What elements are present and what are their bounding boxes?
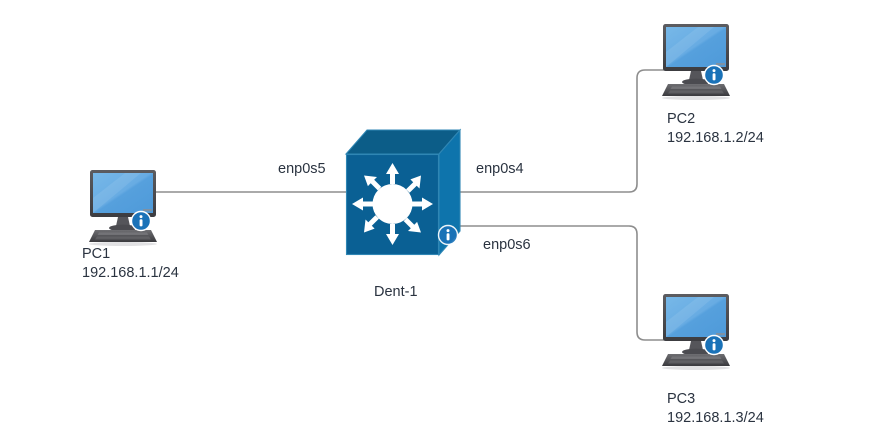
node-pc1[interactable] <box>85 168 161 246</box>
node-pc2-address: 192.168.1.2/24 <box>667 130 764 146</box>
node-pc2-name: PC2 <box>667 111 696 127</box>
pc-icon <box>89 170 157 246</box>
node-pc3-address: 192.168.1.3/24 <box>667 410 764 426</box>
info-badge-icon <box>703 64 725 86</box>
info-badge-icon <box>437 224 459 246</box>
iface-label-enp0s4: enp0s4 <box>476 161 524 177</box>
info-badge-icon <box>703 334 725 356</box>
pc-icon <box>662 24 730 100</box>
iface-label-enp0s5: enp0s5 <box>278 161 326 177</box>
iface-label-enp0s6: enp0s6 <box>483 237 531 253</box>
info-badge-icon <box>130 210 152 232</box>
node-pc1-label: PC1 192.168.1.1/24 <box>82 245 179 283</box>
node-pc1-name: PC1 <box>82 246 111 262</box>
switch-icon <box>344 128 462 257</box>
node-pc3-label: PC3 192.168.1.3/24 <box>667 390 764 428</box>
node-dent1-label: Dent-1 <box>374 283 418 302</box>
node-dent1-name: Dent-1 <box>374 284 418 300</box>
node-pc2-label: PC2 192.168.1.2/24 <box>667 110 764 148</box>
node-dent1[interactable] <box>343 127 463 257</box>
node-pc3-name: PC3 <box>667 391 696 407</box>
pc-icon <box>662 294 730 370</box>
node-pc2[interactable] <box>658 22 734 100</box>
node-pc1-address: 192.168.1.1/24 <box>82 265 179 281</box>
node-pc3[interactable] <box>658 292 734 370</box>
